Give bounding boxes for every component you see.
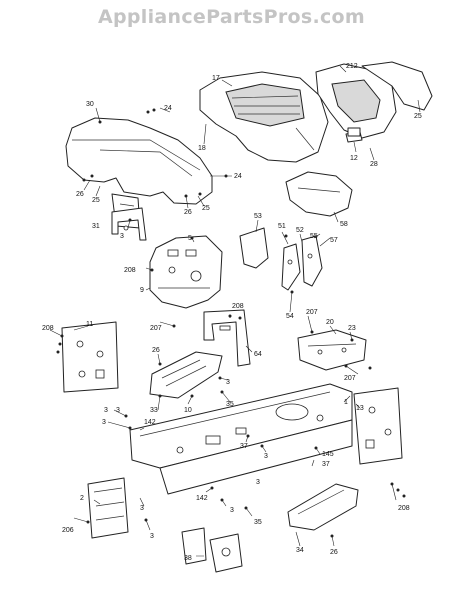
callout-208: 208 [42, 325, 54, 332]
fastener-dots [56, 108, 406, 538]
part-axle-bracket[interactable] [181, 527, 243, 573]
callout-52: 52 [296, 227, 304, 234]
callout-212: 212 [346, 63, 358, 70]
callout-64: 64 [254, 351, 262, 358]
callout-25: 25 [202, 205, 210, 212]
part-footrest-left[interactable] [149, 351, 223, 399]
callout-25: 25 [414, 113, 422, 120]
callout-25: 25 [92, 197, 100, 204]
callout-11: 11 [86, 321, 93, 328]
part-grille-bumper[interactable] [315, 61, 433, 143]
callout-37: 37 [240, 443, 248, 450]
callout-51: 51 [278, 223, 286, 230]
callout-208: 208 [232, 303, 244, 310]
callout-30: 30 [86, 101, 94, 108]
callout-3: 3 [140, 505, 144, 512]
part-right-side-plate[interactable] [353, 387, 403, 465]
callout-10: 10 [184, 407, 192, 414]
callout-13: 13 [356, 405, 364, 412]
callout-207: 207 [306, 309, 318, 316]
part-brackets-upper[interactable] [239, 227, 323, 291]
part-left-side-plate[interactable] [61, 321, 119, 393]
callout-35: 35 [254, 519, 262, 526]
callout-3: 3 [150, 533, 154, 540]
callout-207: 207 [150, 325, 162, 332]
callout-3: 3 [264, 453, 268, 460]
callout-3: 3 [104, 407, 108, 414]
callout-26: 26 [330, 549, 338, 556]
callout-31: 31 [92, 223, 100, 230]
callout-3: 3 [256, 479, 260, 486]
part-hood[interactable] [199, 71, 329, 163]
callout-142: 142 [144, 419, 156, 426]
callout-26: 26 [152, 347, 160, 354]
callout-24: 24 [234, 173, 242, 180]
callout-1: 1 [344, 399, 348, 406]
part-heat-shield[interactable] [285, 171, 353, 217]
callout-2: 2 [80, 495, 84, 502]
callout-38: 38 [184, 555, 192, 562]
callout-58: 58 [340, 221, 348, 228]
leader-lines [49, 65, 421, 557]
callout-54: 54 [286, 313, 294, 320]
part-front-plate[interactable] [87, 477, 129, 539]
callout-208: 208 [124, 267, 136, 274]
part-main-frame[interactable] [129, 383, 353, 495]
part-steering-bracket[interactable] [203, 309, 251, 367]
part-seat-bracket[interactable] [297, 329, 367, 371]
callout-26: 26 [76, 191, 84, 198]
callout-9: 9 [140, 287, 144, 294]
callout-34: 34 [296, 547, 304, 554]
callout-35: 35 [226, 401, 234, 408]
part-dash-front[interactable] [149, 235, 223, 309]
callout-17: 17 [212, 75, 220, 82]
callout-3: 3 [230, 507, 234, 514]
callout-12: 12 [350, 155, 358, 162]
callout-23: 23 [348, 325, 356, 332]
callout-20: 20 [326, 319, 334, 326]
watermark-logo: AppliancePartsPros.com [97, 6, 365, 28]
callout-145: 145 [322, 451, 334, 458]
callout-57: 57 [330, 237, 338, 244]
callout-18: 18 [198, 145, 206, 152]
callout-labels: 30 24 17 212 25 18 12 28 24 26 25 26 25 … [42, 63, 422, 562]
callout-3: 3 [226, 379, 230, 386]
callout-37: 37 [322, 461, 330, 468]
callout-53: 53 [254, 213, 262, 220]
callout-26: 26 [184, 209, 192, 216]
callout-207: 207 [344, 375, 356, 382]
callout-208: 208 [398, 505, 410, 512]
callout-142: 142 [196, 495, 208, 502]
callout-206: 206 [62, 527, 74, 534]
callout-33: 33 [150, 407, 158, 414]
callout-55: 55 [310, 233, 318, 240]
part-footrest-right[interactable] [287, 483, 359, 531]
callout-24: 24 [164, 105, 172, 112]
callout-28: 28 [370, 161, 378, 168]
callout-5: 5 [188, 235, 192, 242]
callout-3: 3 [102, 419, 106, 426]
callout-3: 3 [116, 407, 120, 414]
callout-3: 3 [120, 233, 124, 240]
